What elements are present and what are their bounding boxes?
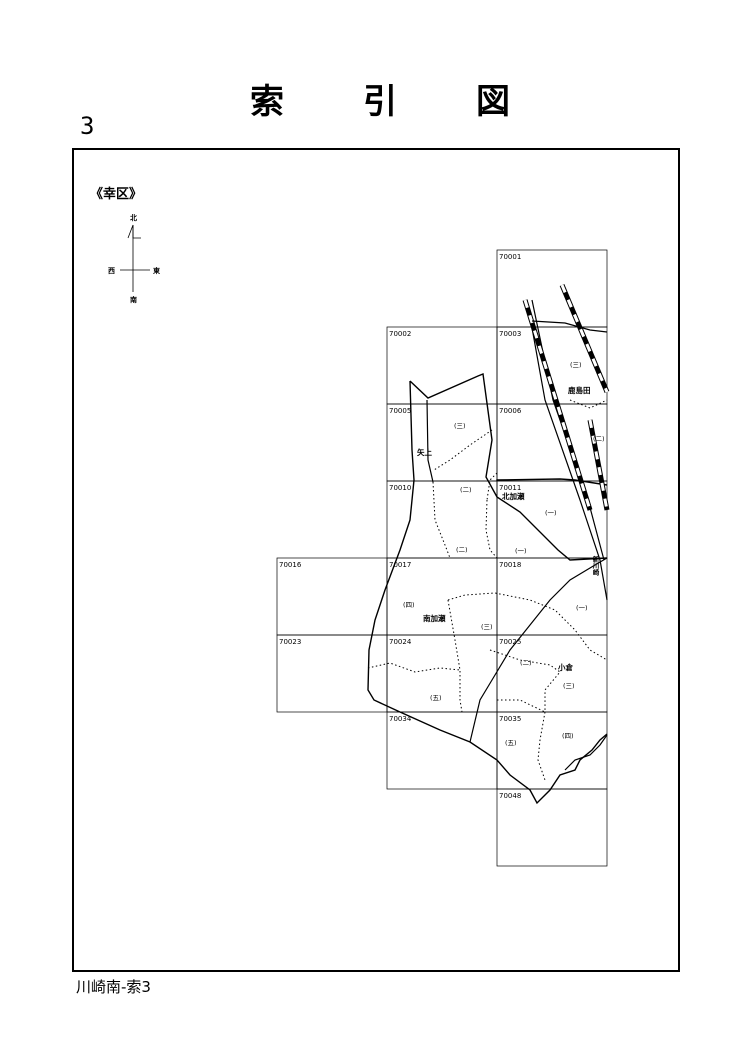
chome-label: (二)	[460, 486, 472, 494]
district-kitakase: 北加瀬	[502, 491, 525, 501]
river-line	[526, 299, 608, 601]
tile-id: 70001	[499, 253, 521, 261]
title-char-2: 引	[363, 82, 397, 122]
map-tile[interactable]	[386, 403, 498, 482]
ward-boundary	[367, 373, 608, 805]
tile-id: 70006	[499, 407, 522, 415]
map-tile[interactable]	[386, 711, 498, 790]
district-ogura: 小倉	[558, 662, 573, 672]
map-tile[interactable]	[496, 403, 608, 482]
chome-label: (一)	[576, 604, 588, 612]
chome-label: (三)	[570, 361, 582, 369]
chome-label: (二)	[520, 659, 532, 667]
compass-east: 東	[153, 266, 161, 275]
tile-id: 70048	[499, 792, 521, 800]
chome-label: (一)	[515, 547, 527, 555]
district-shinkawasaki: 新川崎	[591, 555, 600, 577]
tile-labels: 70001 70002 70003 70005 70006 70010 7001…	[279, 253, 522, 800]
page-number: 3	[80, 112, 95, 140]
chome-boundaries	[367, 399, 608, 781]
district-kashimada: 鹿島田	[568, 385, 591, 395]
footer-label: 川崎南-索3	[76, 978, 151, 996]
chome-label: (一)	[545, 509, 557, 517]
tile-id: 70035	[499, 715, 521, 723]
district-minamikase: 南加瀬	[423, 613, 446, 623]
chome-label: (二)	[456, 546, 468, 554]
page-title: 索 引 図	[250, 74, 510, 123]
district-yagami: 矢上	[417, 447, 432, 457]
chome-label: (四)	[403, 601, 415, 609]
compass-north: 北	[130, 213, 137, 222]
chome-label: (五)	[430, 694, 442, 702]
compass: 北 南 東 西	[108, 213, 161, 304]
tile-grid	[276, 249, 608, 867]
chome-label: (二)	[593, 435, 605, 443]
north-arrow-icon	[127, 224, 141, 239]
chome-label: (四)	[562, 732, 574, 740]
map-tile[interactable]	[386, 480, 498, 559]
chome-label: (三)	[563, 682, 575, 690]
tile-id: 70002	[389, 330, 411, 338]
district-boundary	[426, 320, 608, 743]
chome-label: (三)	[481, 623, 493, 631]
tile-id: 70010	[389, 484, 411, 492]
tile-id: 70024	[389, 638, 412, 646]
map-tile[interactable]	[496, 788, 608, 867]
tile-id: 70018	[499, 561, 521, 569]
tile-id: 70003	[499, 330, 521, 338]
district-boundary	[564, 734, 608, 771]
tile-id: 70011	[499, 484, 521, 492]
tile-id: 70005	[389, 407, 411, 415]
tile-id: 70016	[279, 561, 302, 569]
map-frame	[72, 148, 680, 972]
map-tile[interactable]	[496, 249, 608, 328]
tile-id: 70017	[389, 561, 411, 569]
tile-id: 70023	[279, 638, 301, 646]
title-char-1: 索	[250, 82, 284, 122]
compass-west: 西	[108, 267, 115, 275]
railway	[522, 284, 610, 511]
tile-id: 70025	[499, 638, 521, 646]
map-tile[interactable]	[276, 634, 388, 713]
compass-south: 南	[130, 295, 137, 304]
district-labels: 鹿島田 矢上 北加瀬 南加瀬 小倉 新川崎	[417, 385, 600, 672]
tile-id: 70034	[389, 715, 412, 723]
chome-labels: (三) (二) (三) (二) (一) (二) (一) (四) (三) (五) …	[403, 361, 605, 747]
chome-label: (五)	[505, 739, 517, 747]
map-tile[interactable]	[276, 557, 388, 636]
chome-label: (三)	[454, 422, 466, 430]
title-char-3: 図	[476, 82, 510, 122]
ward-label: 《幸区》	[90, 186, 142, 202]
